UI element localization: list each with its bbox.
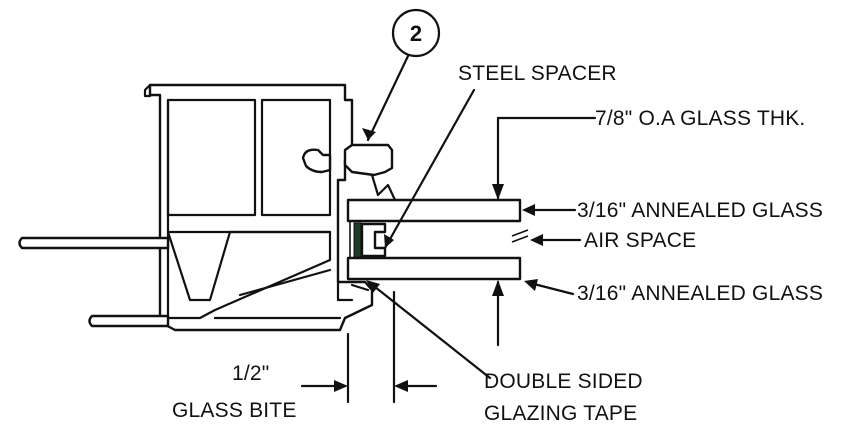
- sealant-strip: [353, 222, 362, 258]
- glazing-tape-label-line1: DOUBLE SIDED: [484, 370, 643, 393]
- steel-spacer-label: STEEL SPACER: [458, 62, 617, 85]
- overall-thickness-dim: [492, 116, 597, 347]
- glass-bite-label: GLASS BITE: [172, 399, 297, 422]
- glazing-gasket: [301, 143, 397, 202]
- frame-fins: [18, 236, 170, 328]
- glazing-tape-label-line2: GLAZING TAPE: [484, 402, 637, 425]
- steel-spacer: [360, 222, 387, 258]
- glass-bottom-label: 3/16" ANNEALED GLASS: [577, 282, 823, 305]
- glass-bite-dimension: 1/2": [232, 362, 269, 385]
- air-space-label: AIR SPACE: [584, 229, 696, 252]
- callout-number: 2: [410, 21, 422, 46]
- overall-thickness-label: 7/8" O.A GLASS THK.: [595, 107, 805, 130]
- glass-bite-dim: [300, 290, 438, 404]
- frame-profile: [143, 83, 374, 332]
- glass-top-label: 3/16" ANNEALED GLASS: [577, 199, 823, 222]
- insulated-glass-unit: [346, 198, 529, 281]
- steel-spacer-leader: [383, 88, 476, 250]
- callout-2: 2: [362, 8, 441, 142]
- glazing-tape-leader: [368, 281, 492, 380]
